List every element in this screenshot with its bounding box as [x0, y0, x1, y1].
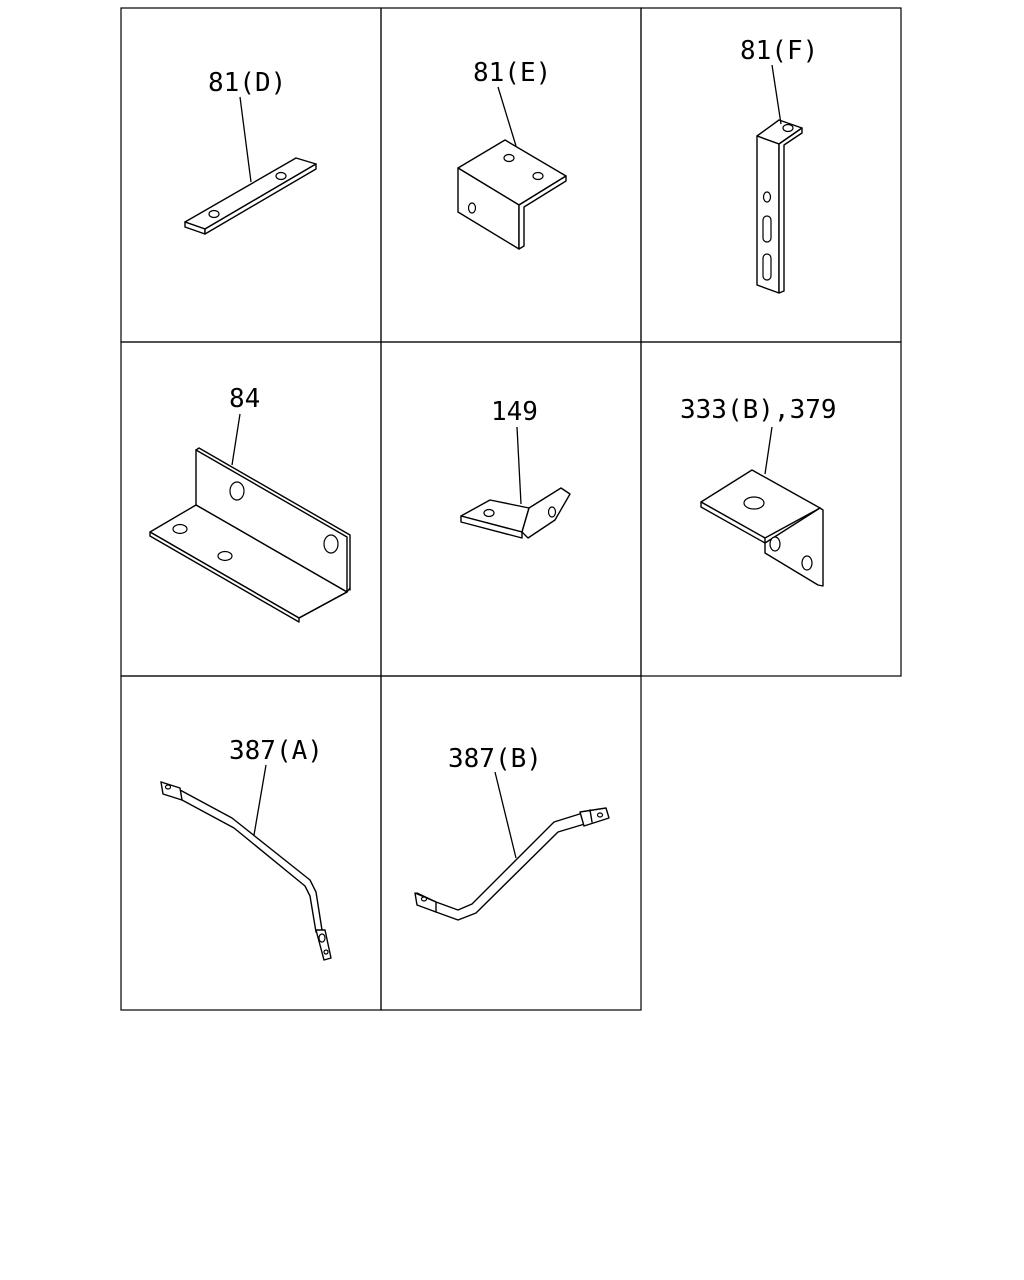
flat-bar-part: [184, 157, 317, 235]
long-angle-part: [149, 447, 351, 623]
panel-387a: 387(A): [120, 675, 382, 1011]
panel-border: [640, 341, 902, 677]
bent-rod-part: [160, 781, 332, 961]
part-callout: 387(A): [229, 736, 323, 766]
leader-line: [253, 764, 267, 836]
part-callout: 84: [229, 384, 260, 414]
panel-border: [120, 675, 382, 1011]
panel-81d: 81(D): [120, 7, 382, 343]
corner-bracket-part: [700, 469, 824, 587]
curved-rod-part: [414, 807, 610, 921]
part-callout: 81(E): [473, 58, 551, 88]
bent-bracket-part: [460, 487, 571, 539]
panel-333b-379: 333(B),379: [640, 341, 902, 677]
panel-border: [380, 675, 642, 1011]
part-callout: 387(B): [448, 744, 542, 774]
leader-line: [516, 426, 522, 505]
leader-line: [494, 771, 517, 859]
angle-bracket-part: [457, 139, 567, 250]
panel-81e: 81(E): [380, 7, 642, 343]
part-callout: 333(B),379: [680, 395, 837, 425]
leader-line: [764, 426, 773, 475]
leader-line: [771, 64, 782, 125]
part-callout: 149: [491, 397, 538, 427]
slotted-strap-part: [756, 119, 803, 294]
panel-border: [120, 7, 382, 343]
leader-line: [239, 96, 252, 183]
panel-81f: 81(F): [640, 7, 902, 343]
part-callout: 81(D): [208, 68, 286, 98]
panel-84: 84: [120, 341, 382, 677]
panel-149: 149: [380, 341, 642, 677]
leader-line: [231, 413, 241, 466]
panel-387b: 387(B): [380, 675, 642, 1011]
part-callout: 81(F): [740, 36, 818, 66]
leader-line: [497, 86, 517, 147]
